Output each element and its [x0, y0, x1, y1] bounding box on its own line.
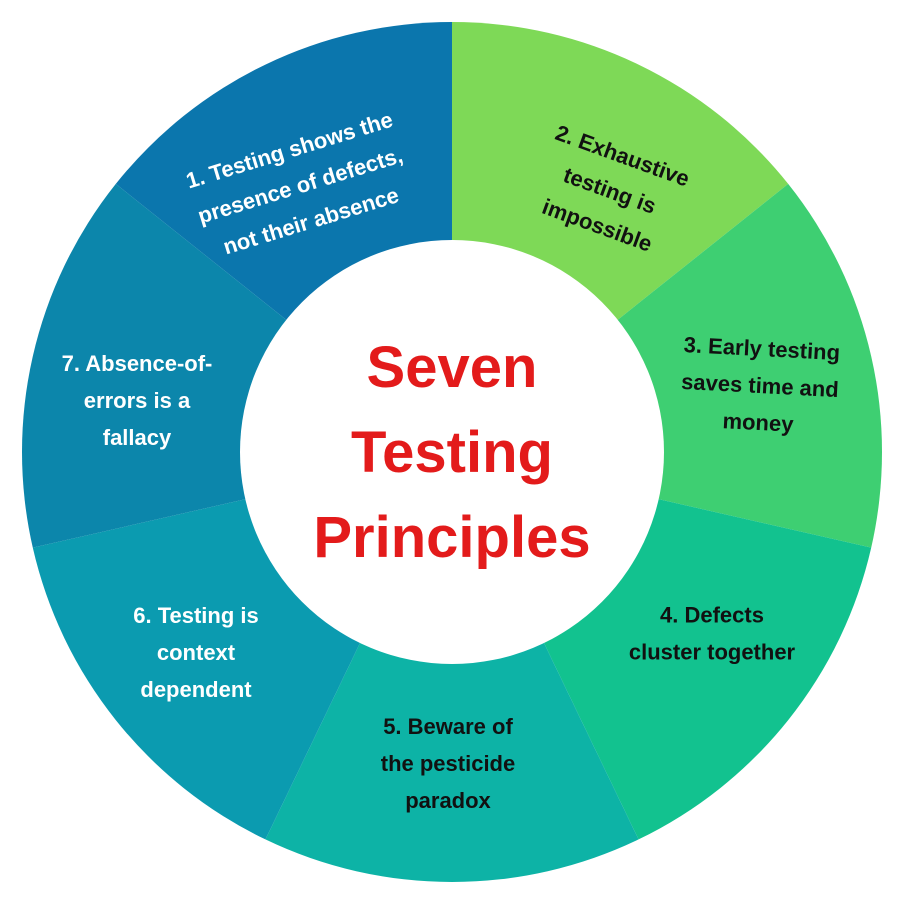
segment-label-line: fallacy	[103, 425, 172, 450]
segment-label-7: 7. Absence-of-errors is a fallacy	[62, 351, 213, 450]
segment-label-line: 7. Absence-of-	[62, 351, 213, 376]
segment-label-line: the pesticide	[381, 751, 515, 776]
center-circle	[240, 240, 664, 664]
center-title-line: Principles	[313, 505, 590, 570]
segment-label-line: context	[157, 640, 236, 665]
center-title-line: Testing	[351, 420, 553, 485]
segment-label-line: paradox	[405, 788, 491, 813]
segment-label-line: dependent	[140, 677, 252, 702]
segment-label-line: cluster together	[629, 640, 796, 665]
segment-label-line: 6. Testing is	[133, 603, 259, 628]
segment-label-line: 4. Defects	[660, 603, 764, 628]
segment-label-4: 4. Defects cluster together	[629, 603, 796, 665]
segment-5	[265, 452, 639, 882]
segment-label-line: money	[722, 408, 795, 437]
segment-label-line: errors is a	[84, 388, 191, 413]
segment-label-6: 6. Testing is context dependent	[133, 603, 259, 702]
segment-label-line: 5. Beware of	[383, 714, 513, 739]
segment-label-5: 5. Beware of the pesticide paradox	[381, 714, 515, 813]
center-title-line: Seven	[367, 335, 538, 400]
